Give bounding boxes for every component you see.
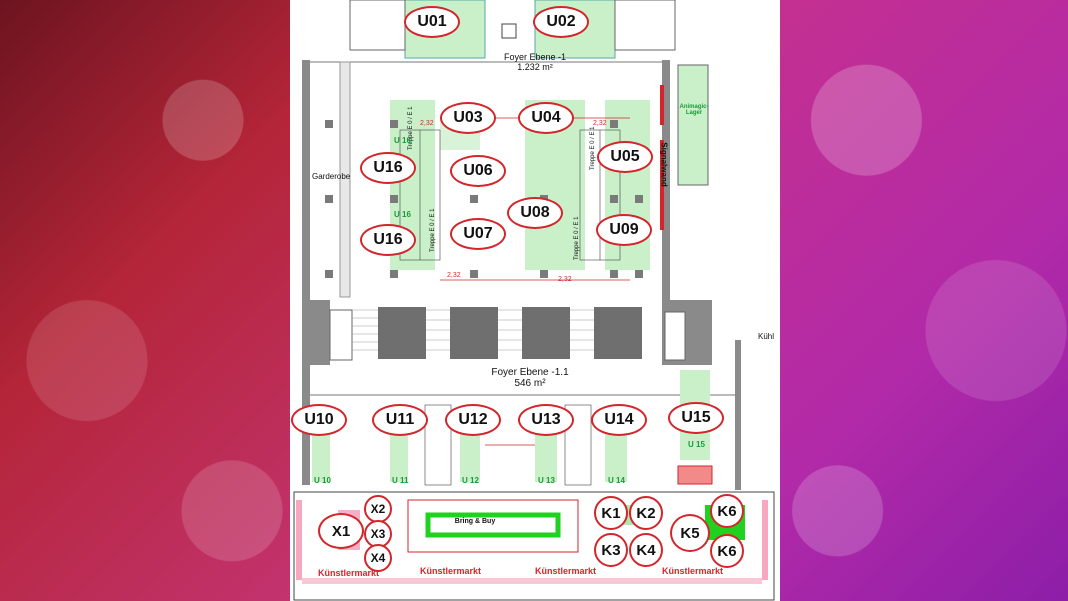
dim-label-3: 2,32 [447, 272, 461, 279]
marker-u12[interactable]: U12 [445, 404, 501, 436]
wall-band-left [302, 300, 330, 365]
marker-k6b[interactable]: K6 [710, 534, 744, 568]
foyer-11-size: 546 m² [514, 378, 546, 389]
room-label-u16b: U 16 [394, 210, 411, 219]
marker-k3[interactable]: K3 [594, 533, 628, 567]
room-label-u15: U 15 [688, 440, 705, 449]
marker-u13[interactable]: U13 [518, 404, 574, 436]
signalwand-label: Signalwand [659, 142, 669, 187]
marker-u07[interactable]: U07 [450, 218, 506, 250]
dim-label-1: 2,32 [420, 120, 434, 127]
foyer-1-label: Foyer Ebene -1 1.232 m² [475, 52, 595, 72]
marker-u01[interactable]: U01 [404, 6, 460, 38]
marker-u03[interactable]: U03 [440, 102, 496, 134]
stair-label-2: Treppe E 0 / E 1 [590, 126, 596, 170]
marker-k2[interactable]: K2 [629, 496, 663, 530]
escalator-treads [352, 309, 594, 351]
marker-u08[interactable]: U08 [507, 197, 563, 229]
stair-label-4: Treppe E 0 / E 1 [574, 216, 580, 260]
marker-u10[interactable]: U10 [291, 404, 347, 436]
wall-right [662, 60, 670, 300]
marker-x3[interactable]: X3 [364, 520, 392, 548]
marker-u14[interactable]: U14 [591, 404, 647, 436]
room-label-u12: U 12 [462, 476, 479, 485]
bring-buy-counter [425, 512, 561, 538]
kuehl-label: Kühl [758, 332, 775, 341]
kuenstlermarkt-stands [296, 500, 768, 584]
lower-stairs [424, 404, 592, 486]
marker-u16a[interactable]: U16 [360, 152, 416, 184]
wall-left [302, 60, 310, 300]
room-top-right [614, 0, 676, 51]
marker-u09[interactable]: U09 [596, 214, 652, 246]
room-label-u14: U 14 [608, 476, 625, 485]
marker-k5[interactable]: K5 [670, 514, 710, 552]
kuenstlermarkt-1: Künstlermarkt [318, 568, 380, 578]
marker-u11[interactable]: U11 [372, 404, 428, 436]
dim-label-2: 2,32 [593, 120, 607, 127]
marker-x4[interactable]: X4 [364, 544, 392, 572]
sign-richtung [677, 465, 713, 485]
marker-u15[interactable]: U15 [668, 402, 724, 434]
info-box [501, 23, 517, 39]
marker-k1[interactable]: K1 [594, 496, 628, 530]
marker-u06[interactable]: U06 [450, 155, 506, 187]
room-label-u13: U 13 [538, 476, 555, 485]
background-left [0, 0, 290, 601]
marker-u16b[interactable]: U16 [360, 224, 416, 256]
garderobe-counter [339, 61, 351, 298]
room-animagic [677, 64, 709, 186]
marker-u04[interactable]: U04 [518, 102, 574, 134]
dim-label-4: 2,32 [558, 276, 572, 283]
stair-label-3: Treppe E 0 / E 1 [430, 208, 436, 252]
marker-u02[interactable]: U02 [533, 6, 589, 38]
background-right [780, 0, 1068, 601]
room-label-u16a: U 16 [394, 136, 411, 145]
kuenstlermarkt-3: Künstlermarkt [535, 566, 597, 576]
foyer-11-label: Foyer Ebene -1.1 546 m² [470, 367, 590, 389]
bring-buy-area [407, 499, 579, 553]
animagic-label: Animagic-Lager [679, 104, 709, 116]
kuenstlermarkt-2: Künstlermarkt [420, 566, 482, 576]
bring-buy-label: Bring & Buy [454, 518, 496, 525]
marker-u05[interactable]: U05 [597, 141, 653, 173]
marker-x1[interactable]: X1 [318, 513, 364, 549]
garderobe-label: Garderobe [312, 172, 351, 181]
floor-plan: Foyer Ebene -1 1.232 m² Foyer Ebene -1.1… [290, 0, 780, 601]
stairs-left [399, 129, 441, 261]
room-label-u11: U 11 [392, 476, 409, 485]
foyer-11-name: Foyer Ebene -1.1 [491, 367, 569, 378]
room-label-u10: U 10 [314, 476, 331, 485]
foyer-1-size: 1.232 m² [517, 62, 553, 72]
room-top-left [349, 0, 406, 51]
escalators [378, 307, 642, 359]
marker-x2[interactable]: X2 [364, 495, 392, 523]
kuenstlermarkt-4: Künstlermarkt [662, 566, 724, 576]
foyer-1-name: Foyer Ebene -1 [503, 52, 567, 62]
marker-k6a[interactable]: K6 [710, 494, 744, 528]
marker-k4[interactable]: K4 [629, 533, 663, 567]
